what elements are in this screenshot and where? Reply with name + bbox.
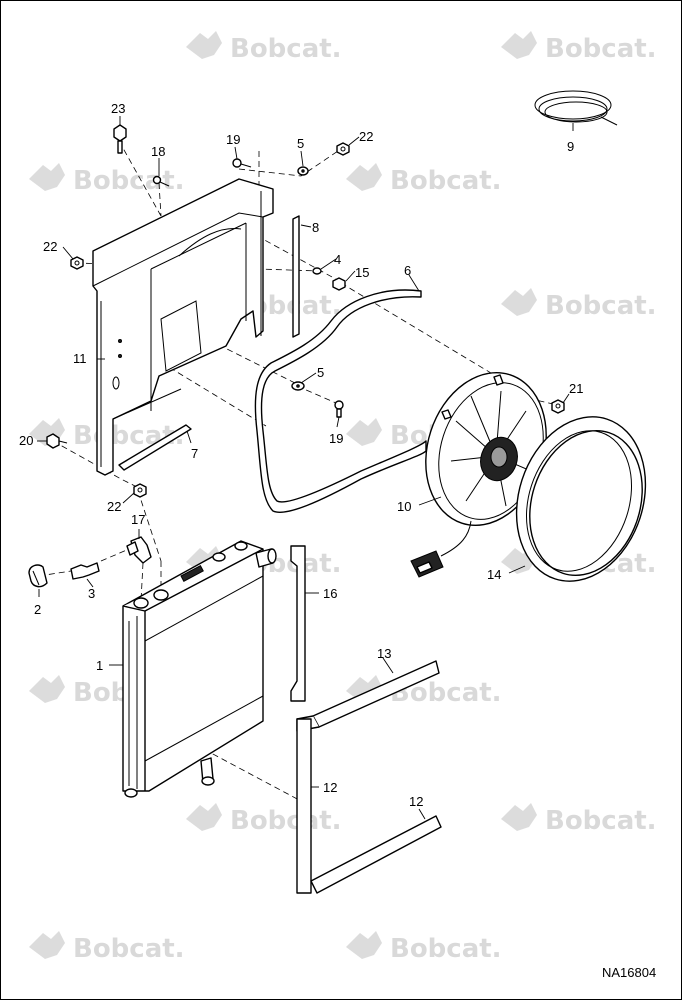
callout-7: 7	[191, 446, 198, 461]
callout-18: 18	[151, 144, 165, 159]
callout-20: 20	[19, 433, 33, 448]
fan-connector[interactable]	[410, 550, 444, 578]
callout-labels: 23 18 19 5 22 9 8 22 4 15 6 11 5 21 19 7…	[19, 101, 583, 809]
hose-coil-9[interactable]	[534, 90, 618, 126]
radiator-port-top	[133, 541, 248, 609]
watermark-text: Bobcat.	[73, 166, 185, 196]
washer-4[interactable]	[312, 267, 322, 275]
callout-6: 6	[404, 263, 411, 278]
watermark-text: Bobcat.	[230, 806, 342, 836]
watermark-logo: Bobcat.	[346, 675, 502, 708]
watermark-text: Bobcat.	[545, 291, 657, 321]
callout-8: 8	[312, 220, 319, 235]
seal-12-diagonal[interactable]	[310, 815, 442, 894]
watermark-text: Bobcat.	[545, 34, 657, 64]
callout-9: 9	[567, 139, 574, 154]
fan-ring-14[interactable]	[496, 400, 666, 598]
nut-15[interactable]	[332, 277, 346, 291]
radiator-1[interactable]	[122, 540, 277, 798]
watermark-text: Bobcat.	[230, 34, 342, 64]
radiator-outlet-pipe	[200, 548, 277, 786]
callout-17: 17	[131, 512, 145, 527]
callout-19: 19	[329, 431, 343, 446]
foam-strip-16[interactable]	[290, 545, 306, 702]
watermark-text: Bobcat.	[390, 934, 502, 964]
callout-23: 23	[111, 101, 125, 116]
watermark-logo: Bobcat.	[501, 288, 657, 321]
bolt-23[interactable]	[113, 124, 127, 154]
callout-4: 4	[334, 252, 341, 267]
callout-21: 21	[569, 381, 583, 396]
callout-19: 19	[226, 132, 240, 147]
watermark-logo: Bobcat.	[29, 163, 185, 196]
callout-12: 12	[323, 780, 337, 795]
callout-11: 11	[73, 351, 87, 366]
watermark-logo: Bobcat.	[186, 803, 342, 836]
watermark-text: Bobcat.	[390, 166, 502, 196]
nut-22-lower[interactable]	[133, 483, 147, 498]
cap-2[interactable]	[28, 564, 48, 588]
watermark-logo: Bobcat.	[501, 31, 657, 64]
callout-2: 2	[34, 602, 41, 617]
leader-lines	[37, 116, 574, 820]
foam-strip-7[interactable]	[118, 424, 192, 471]
hole-icon	[118, 354, 122, 358]
mounting-slot-icon	[112, 376, 120, 390]
watermark-text: Bobcat.	[545, 806, 657, 836]
washer-5-lower[interactable]	[291, 381, 305, 391]
shroud-bracket[interactable]	[92, 178, 274, 476]
watermark-logo: Bobcat.	[346, 931, 502, 964]
callout-14: 14	[487, 567, 501, 582]
nut-22-upper[interactable]	[336, 142, 350, 156]
watermark-logo: Bobcat.	[186, 31, 342, 64]
callout-22: 22	[107, 499, 121, 514]
callout-1: 1	[96, 658, 103, 673]
callout-3: 3	[88, 586, 95, 601]
callout-22: 22	[359, 129, 373, 144]
watermark-text: Bobcat.	[73, 934, 185, 964]
radiator-label-plate	[180, 564, 204, 582]
watermark-text: Bobcat.	[73, 421, 185, 451]
callout-12: 12	[409, 794, 423, 809]
screw-18[interactable]	[152, 175, 170, 187]
bolt-19-upper[interactable]	[232, 158, 252, 168]
washer-5-upper[interactable]	[297, 166, 309, 176]
callout-10: 10	[397, 499, 411, 514]
callout-5: 5	[297, 136, 304, 151]
bolt-19-lower[interactable]	[334, 400, 344, 418]
watermark-logo: Bobcat.	[346, 163, 502, 196]
callout-5: 5	[317, 365, 324, 380]
foam-strip-8[interactable]	[292, 215, 300, 338]
bolt-20[interactable]	[46, 433, 68, 449]
elbow-fitting-17[interactable]	[126, 536, 152, 564]
watermark-logo: Bobcat.	[501, 803, 657, 836]
nut-22-left[interactable]	[70, 256, 84, 270]
drawing-number: NA16804	[602, 965, 656, 980]
callout-15: 15	[355, 265, 369, 280]
fan-hub-cap	[490, 446, 508, 468]
callout-16: 16	[323, 586, 337, 601]
watermark-logo: Bobcat.	[29, 931, 185, 964]
nut-21[interactable]	[551, 399, 565, 414]
hole-icon	[118, 339, 122, 343]
adapter-fitting-3[interactable]	[70, 562, 100, 580]
seal-12-vertical[interactable]	[296, 718, 312, 894]
callout-13: 13	[377, 646, 391, 661]
callout-22: 22	[43, 239, 57, 254]
